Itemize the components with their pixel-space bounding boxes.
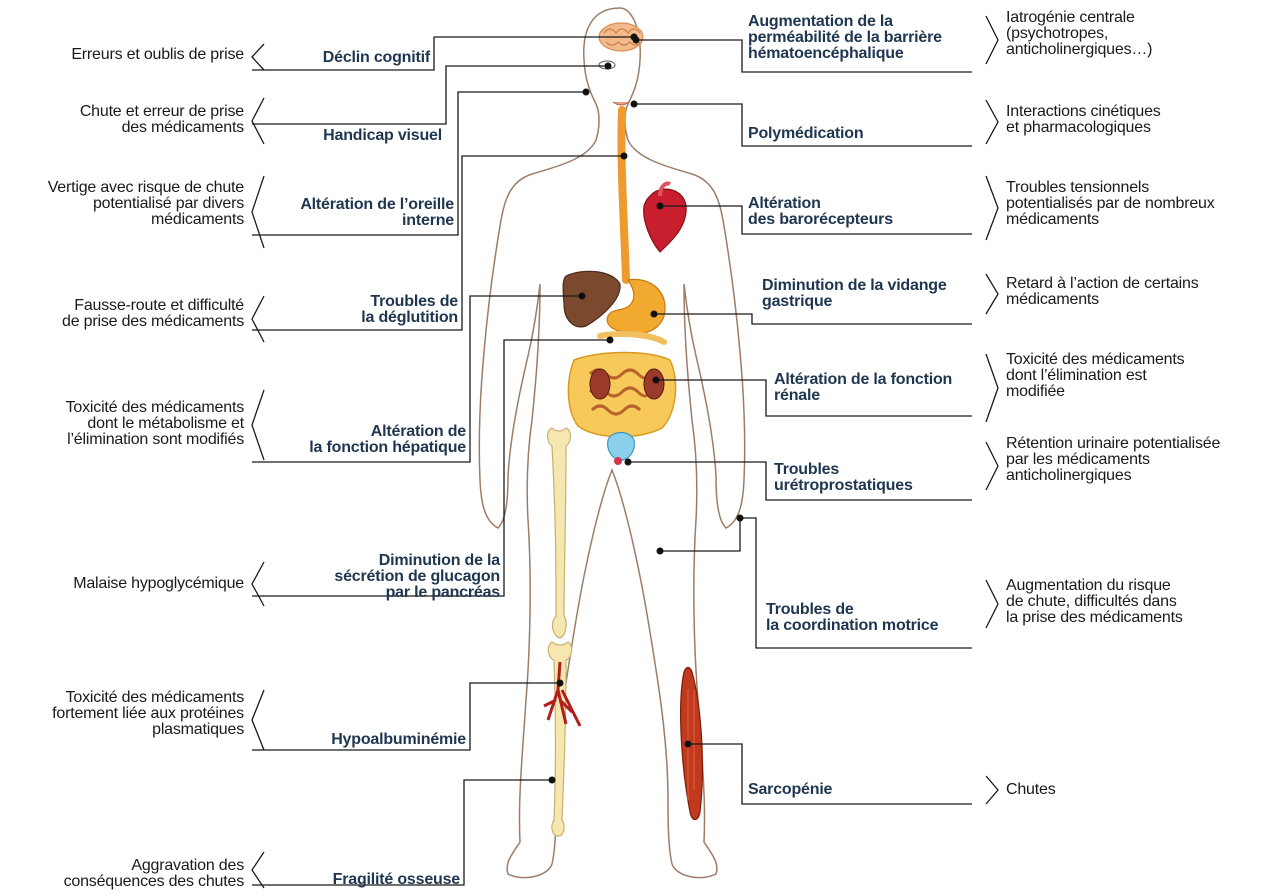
cause-baroreceptoires: Altération des barorécepteurs	[748, 195, 893, 228]
effect-retention-urinaire: Rétention urinaire potentialisée par les…	[1006, 435, 1221, 484]
tibia-shape	[547, 641, 573, 837]
effect-iatrogenie-centrale: Iatrogénie centrale (psychotropes, antic…	[1006, 9, 1153, 58]
cause-oreille-interne: Altération de l’oreille interne	[300, 196, 454, 229]
effect-toxicite-metabolisme: Toxicité des médicaments dont le métabol…	[65, 399, 245, 448]
effect-troubles-tensionnels: Troubles tensionnels potentialisés par d…	[1006, 179, 1215, 228]
cause-barriere-hematoencephalique: Augmentation de la perméabilité de la ba…	[748, 13, 942, 62]
effect-risque-chute: Augmentation du risque de chute, difficu…	[1006, 577, 1183, 626]
cause-hypoalbuminemie: Hypoalbuminémie	[331, 731, 466, 748]
cause-glucagon: Diminution de la sécrétion de glucagon p…	[334, 552, 500, 601]
kidney-left-shape	[589, 368, 611, 400]
brain-folds	[603, 28, 641, 46]
effect-chute-erreur: Chute et erreur de prise des médicaments	[79, 103, 244, 136]
heart-shape	[643, 188, 687, 253]
effect-vertige: Vertige avec risque de chute potentialis…	[47, 179, 245, 228]
cause-fonction-renale: Altération de la fonction rénale	[774, 371, 953, 404]
cause-handicap-visuel: Handicap visuel	[323, 127, 442, 144]
cause-coordination-motrice: Troubles de la coordination motrice	[766, 601, 939, 634]
effect-aggravation-chutes: Aggravation des conséquences des chutes	[63, 857, 245, 890]
cause-fragilite-osseuse: Fragilité osseuse	[332, 871, 461, 888]
cause-polymedication: Polymédication	[748, 125, 864, 142]
effect-retard-action: Retard à l’action de certains médicament…	[1006, 275, 1199, 308]
pancreas-shape	[597, 331, 667, 345]
cause-sarcopenie: Sarcopénie	[748, 781, 833, 798]
femur-shape	[546, 427, 572, 639]
effect-fausse-route: Fausse-route et difficulté de prise des …	[62, 297, 244, 330]
bladder-shape	[607, 431, 635, 461]
prostate-shape	[614, 457, 622, 465]
cause-declin-cognitif: Déclin cognitif	[322, 49, 430, 66]
cause-fonction-hepatique: Altération de la fonction hépatique	[309, 423, 466, 456]
esophagus-shape	[617, 106, 630, 284]
kidney-right-shape	[643, 368, 665, 400]
mouth-shape	[612, 101, 630, 106]
effect-chutes: Chutes	[1006, 781, 1056, 798]
effect-interactions: Interactions cinétiques et pharmacologiq…	[1006, 103, 1161, 136]
effect-toxicite-proteines: Toxicité des médicaments fortement liée …	[52, 689, 244, 738]
cause-vidange-gastrique: Diminution de la vidange gastrique	[762, 277, 947, 310]
stomach-shape	[606, 278, 666, 335]
effect-toxicite-elimination: Toxicité des médicaments dont l’éliminat…	[1006, 351, 1185, 400]
vessels-shape	[543, 661, 582, 727]
heart-vessels	[658, 181, 671, 197]
effect-erreurs-oublis: Erreurs et oublis de prise	[71, 46, 244, 63]
cause-deglutition: Troubles de la déglutition	[361, 293, 458, 326]
effect-malaise-hypoglycemique: Malaise hypoglycémique	[73, 575, 244, 592]
cause-uretroprostatiques: Troubles urétroprostatiques	[774, 461, 913, 494]
connector-dots	[548, 33, 744, 784]
liver-shape	[562, 270, 621, 328]
